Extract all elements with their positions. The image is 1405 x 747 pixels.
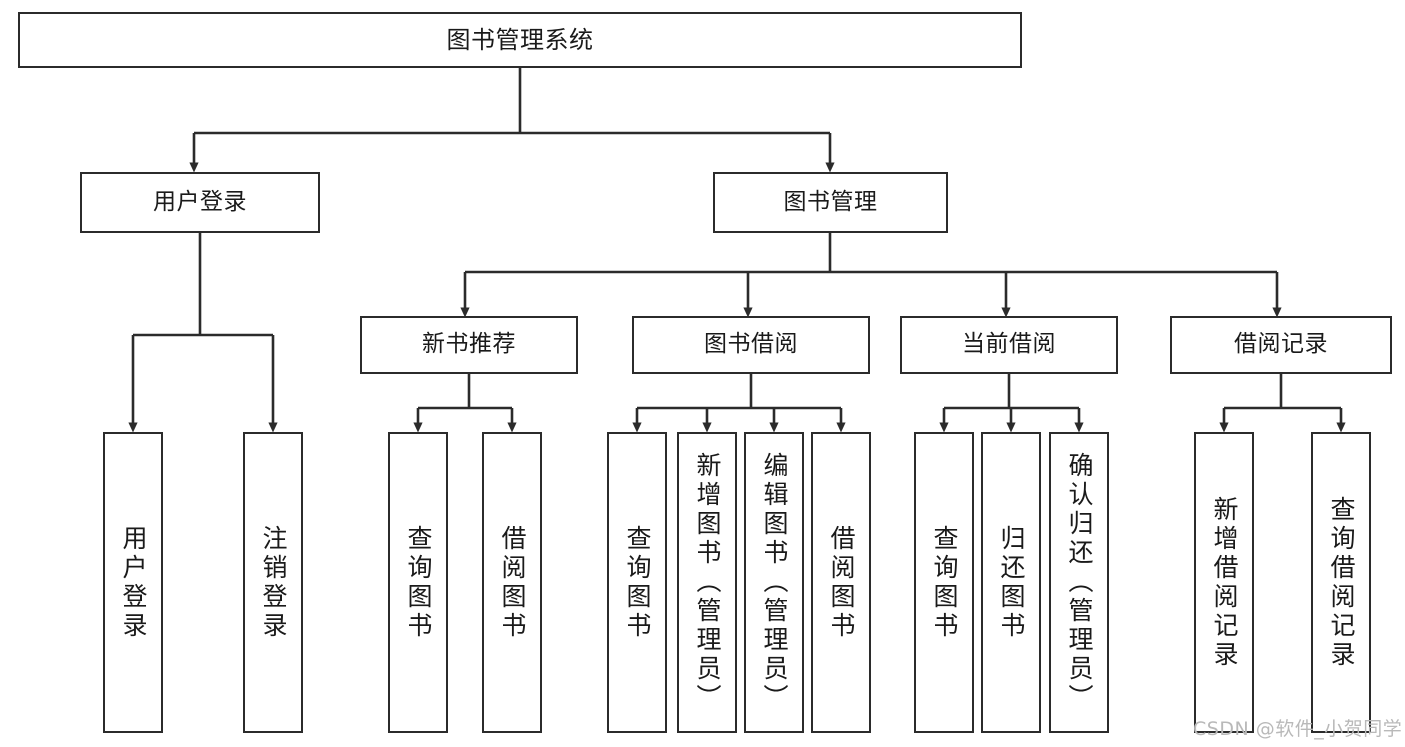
node-leaf-user-login[interactable]: 用户登录 xyxy=(103,432,163,733)
node-leaf-query-record[interactable]: 查询借阅记录 xyxy=(1311,432,1371,733)
node-leaf-user-logout[interactable]: 注销登录 xyxy=(243,432,303,733)
node-book-management[interactable]: 图书管理 xyxy=(713,172,948,233)
node-root[interactable]: 图书管理系统 xyxy=(18,12,1022,68)
node-current-borrow-label: 当前借阅 xyxy=(962,331,1056,358)
node-user-login-label: 用户登录 xyxy=(153,188,247,215)
node-leaf-borrow-book-1-label: 借阅图书 xyxy=(498,524,527,641)
node-leaf-confirm-return-label: 确认归还（管理员） xyxy=(1065,452,1094,713)
node-leaf-borrow-book-2-label: 借阅图书 xyxy=(827,524,856,641)
node-borrow-record-label: 借阅记录 xyxy=(1234,331,1328,358)
node-leaf-user-logout-label: 注销登录 xyxy=(259,524,288,641)
node-root-label: 图书管理系统 xyxy=(446,25,594,54)
node-leaf-borrow-book-2[interactable]: 借阅图书 xyxy=(811,432,871,733)
node-leaf-edit-book-label: 编辑图书（管理员） xyxy=(760,452,789,713)
node-leaf-query-book-3-label: 查询图书 xyxy=(930,524,959,641)
node-leaf-edit-book[interactable]: 编辑图书（管理员） xyxy=(744,432,804,733)
node-current-borrow[interactable]: 当前借阅 xyxy=(900,316,1118,374)
node-leaf-return-book-label: 归还图书 xyxy=(997,524,1026,641)
node-new-book-recommend-label: 新书推荐 xyxy=(422,331,516,358)
node-borrow-record[interactable]: 借阅记录 xyxy=(1170,316,1392,374)
node-leaf-query-book-1-label: 查询图书 xyxy=(404,524,433,641)
node-leaf-user-login-label: 用户登录 xyxy=(119,524,148,641)
node-leaf-borrow-book-1[interactable]: 借阅图书 xyxy=(482,432,542,733)
node-book-borrow[interactable]: 图书借阅 xyxy=(632,316,870,374)
watermark-text: CSDN @软件_小贺同学 xyxy=(1193,718,1403,740)
node-leaf-query-book-3[interactable]: 查询图书 xyxy=(914,432,974,733)
node-book-management-label: 图书管理 xyxy=(783,188,878,215)
node-new-book-recommend[interactable]: 新书推荐 xyxy=(360,316,578,374)
node-leaf-query-record-label: 查询借阅记录 xyxy=(1327,495,1356,670)
node-book-borrow-label: 图书借阅 xyxy=(704,331,798,358)
node-leaf-query-book-1[interactable]: 查询图书 xyxy=(388,432,448,733)
node-leaf-confirm-return[interactable]: 确认归还（管理员） xyxy=(1049,432,1109,733)
node-leaf-query-book-2[interactable]: 查询图书 xyxy=(607,432,667,733)
node-leaf-return-book[interactable]: 归还图书 xyxy=(981,432,1041,733)
node-leaf-add-book-label: 新增图书（管理员） xyxy=(693,452,722,713)
node-leaf-query-book-2-label: 查询图书 xyxy=(623,524,652,641)
node-leaf-add-record-label: 新增借阅记录 xyxy=(1210,495,1239,670)
node-leaf-add-record[interactable]: 新增借阅记录 xyxy=(1194,432,1254,733)
node-user-login[interactable]: 用户登录 xyxy=(80,172,320,233)
node-leaf-add-book[interactable]: 新增图书（管理员） xyxy=(677,432,737,733)
